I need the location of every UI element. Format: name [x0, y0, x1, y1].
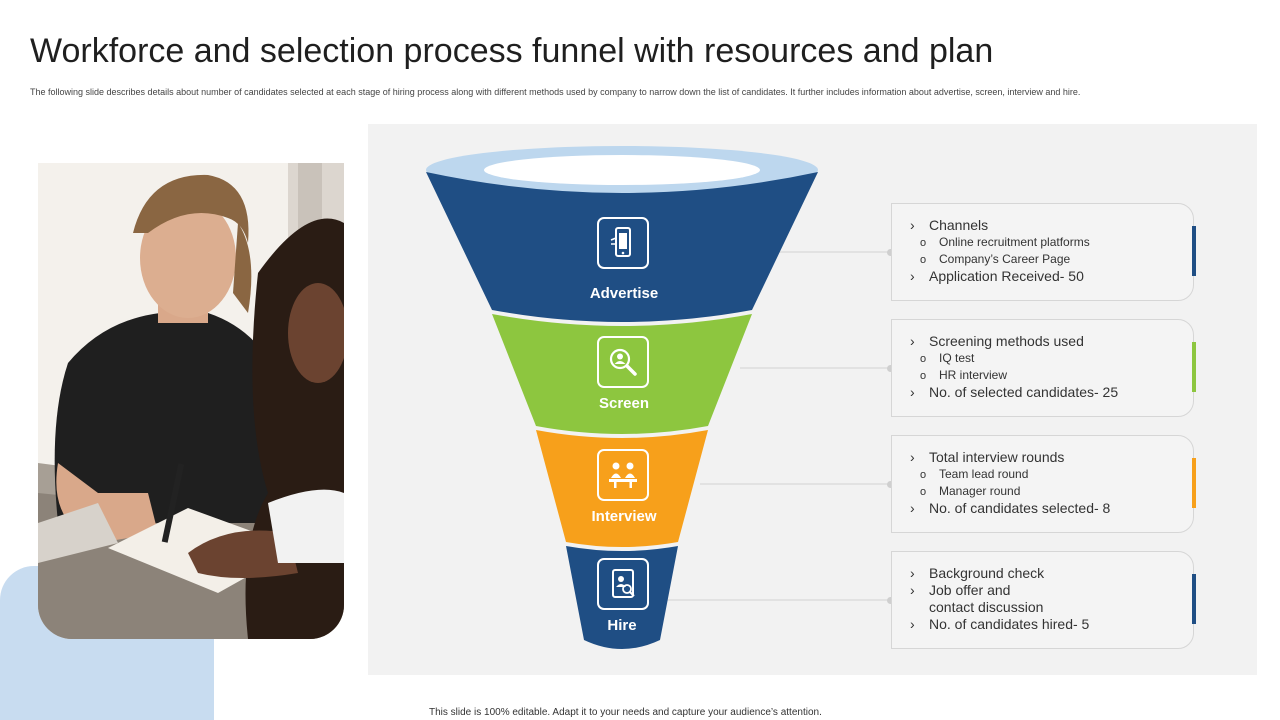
- info-card-hire: Background check Job offer and contact d…: [891, 551, 1196, 649]
- funnel-segment-screen[interactable]: [492, 314, 752, 434]
- card-bullet: No. of candidates hired- 5: [910, 616, 1193, 633]
- slide-title: Workforce and selection process funnel w…: [30, 32, 994, 70]
- card-sub-bullet: Online recruitment platforms: [910, 234, 1193, 251]
- connector-dot: [887, 597, 894, 604]
- magnifier-person-icon: [597, 336, 649, 388]
- connector-dot: [887, 249, 894, 256]
- connector-dot: [887, 481, 894, 488]
- card-bullet: Background check: [910, 565, 1193, 582]
- card-sub-bullet: IQ test: [910, 350, 1193, 367]
- card-bullet: Job offer and: [910, 582, 1193, 599]
- card-sub-bullet: Company’s Career Page: [910, 251, 1193, 268]
- card-accent-bar: [1192, 342, 1196, 392]
- card-sub-bullet: Manager round: [910, 483, 1193, 500]
- stage-label-screen: Screen: [598, 395, 650, 412]
- people-photo: [38, 163, 344, 639]
- card-sub-bullet: Team lead round: [910, 466, 1193, 483]
- meeting-people-icon: [597, 449, 649, 501]
- info-card-interview: Total interview rounds Team lead round M…: [891, 435, 1196, 533]
- stage-label-advertise: Advertise: [589, 285, 659, 302]
- slide-footer: This slide is 100% editable. Adapt it to…: [429, 707, 822, 718]
- mobile-phone-icon: [597, 217, 649, 269]
- stage-label-interview: Interview: [591, 508, 657, 525]
- stage-label-hire: Hire: [607, 617, 637, 634]
- card-bullet: Total interview rounds: [910, 449, 1193, 466]
- card-bullet: No. of selected candidates- 25: [910, 384, 1193, 401]
- card-accent-bar: [1192, 226, 1196, 276]
- card-accent-bar: [1192, 574, 1196, 624]
- card-accent-bar: [1192, 458, 1196, 508]
- card-sub-bullet: HR interview: [910, 367, 1193, 384]
- slide-subtitle: The following slide describes details ab…: [30, 87, 1081, 97]
- card-bullet-continuation: contact discussion: [929, 599, 1044, 615]
- connector-dot: [887, 365, 894, 372]
- funnel-segment-interview[interactable]: [536, 430, 708, 547]
- info-card-advertise: Channels Online recruitment platforms Co…: [891, 203, 1196, 301]
- profile-document-icon: [597, 558, 649, 610]
- card-bullet: Screening methods used: [910, 333, 1193, 350]
- card-bullet: No. of candidates selected- 8: [910, 500, 1193, 517]
- card-bullet: Channels: [910, 217, 1193, 234]
- card-bullet: Application Received- 50: [910, 268, 1193, 285]
- info-card-screen: Screening methods used IQ test HR interv…: [891, 319, 1196, 417]
